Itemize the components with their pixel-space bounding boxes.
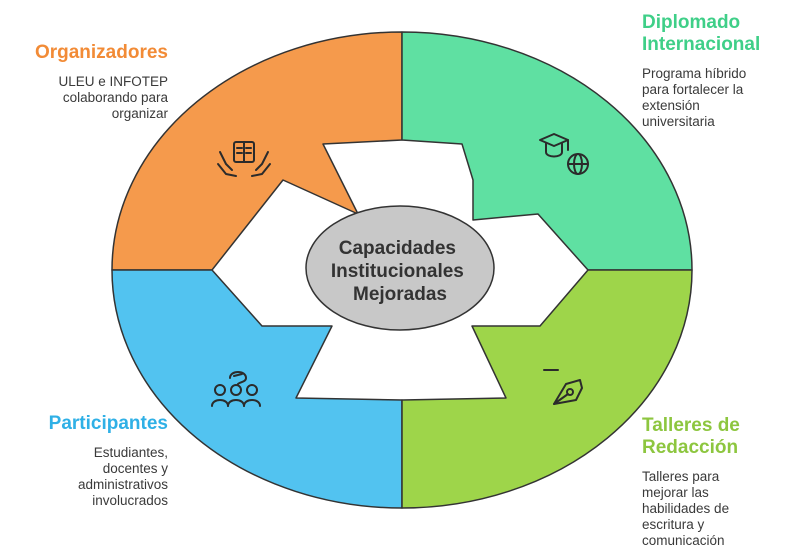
pen-writing-icon: [543, 369, 583, 405]
center-line-3: Mejoradas: [353, 284, 447, 305]
diplomado-title: Diplomado Internacional: [642, 12, 784, 56]
talleres-title-line-2: Redacción: [642, 437, 739, 458]
participantes-description: Estudiantes, docentes y administrativos …: [8, 445, 168, 509]
participantes-desc-line-2: docentes y: [102, 461, 168, 476]
talleres-desc-line-1: Talleres para: [642, 469, 720, 484]
talleres-title-line-1: Talleres de: [642, 415, 740, 436]
organizadores-desc-line-3: organizar: [111, 106, 168, 121]
center-label: Capacidades Institucionales Mejoradas: [331, 238, 469, 305]
participantes-block: Participantes Estudiantes, docentes y ad…: [8, 413, 168, 509]
talleres-description: Talleres para mejorar las habilidades de…: [642, 469, 784, 549]
talleres-desc-line-5: comunicación: [642, 533, 725, 548]
quadrant-talleres: [401, 269, 693, 509]
diplomado-desc-line-2: para fortalecer la: [642, 82, 744, 97]
participantes-desc-line-1: Estudiantes,: [93, 445, 168, 460]
diplomado-desc-line-1: Programa híbrido: [642, 66, 747, 81]
organizadores-desc-line-2: colaborando para: [62, 90, 168, 105]
talleres-desc-line-2: mejorar las: [642, 485, 709, 500]
talleres-desc-line-4: escritura y: [642, 517, 705, 532]
diplomado-title-line-2: Internacional: [642, 34, 761, 55]
diplomado-title-line-1: Diplomado: [642, 12, 741, 33]
talleres-desc-line-3: habilidades de: [642, 501, 730, 516]
organizadores-desc-line-1: ULEU e INFOTEP: [58, 74, 168, 89]
participantes-desc-line-3: administrativos: [77, 477, 168, 492]
diplomado-desc-line-4: universitaria: [642, 114, 715, 129]
diplomado-desc-line-3: extensión: [642, 98, 700, 113]
talleres-block: Talleres de Redacción Talleres para mejo…: [642, 415, 784, 549]
graduate-globe-icon: [539, 133, 589, 175]
participantes-title: Participantes: [48, 413, 168, 434]
center-line-1: Capacidades: [339, 238, 456, 259]
organizadores-block: Organizadores ULEU e INFOTEP colaborando…: [8, 42, 168, 122]
organizadores-description: ULEU e INFOTEP colaborando para organiza…: [8, 74, 168, 122]
center-circle: [305, 205, 495, 331]
diplomado-description: Programa híbrido para fortalecer la exte…: [642, 66, 784, 130]
group-people-icon: [211, 371, 261, 407]
hands-book-icon: [217, 141, 271, 177]
center-line-2: Institucionales: [331, 261, 464, 282]
participantes-desc-line-4: involucrados: [92, 493, 168, 508]
organizadores-title: Organizadores: [34, 42, 168, 63]
talleres-title: Talleres de Redacción: [642, 415, 784, 459]
diplomado-block: Diplomado Internacional Programa híbrido…: [642, 12, 784, 130]
